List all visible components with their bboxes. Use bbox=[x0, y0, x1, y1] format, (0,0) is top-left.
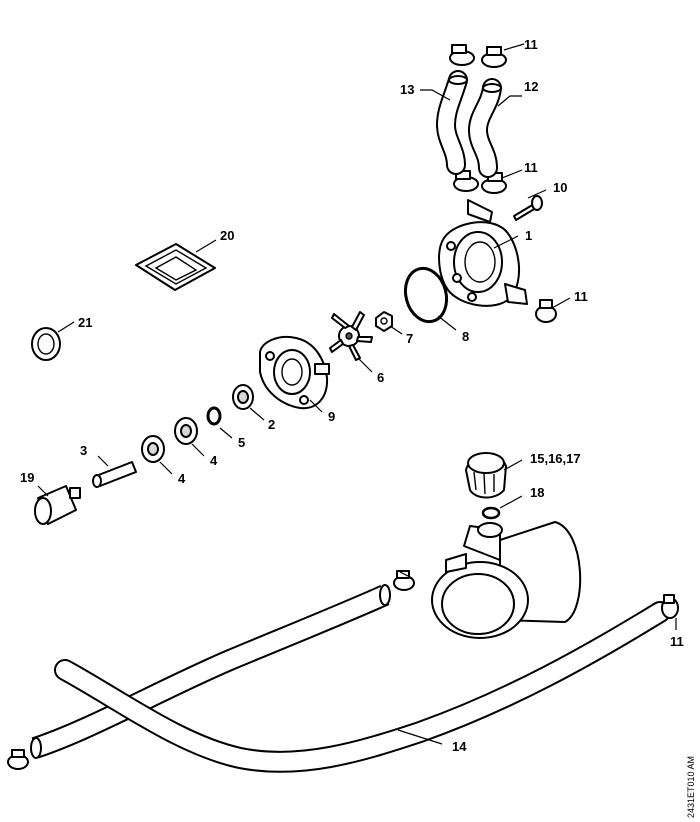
hose-clamp-11-top bbox=[449, 44, 507, 68]
impeller-6 bbox=[329, 311, 373, 361]
shaft-3 bbox=[92, 461, 137, 488]
pump-housing-1 bbox=[438, 199, 528, 307]
callout-2: 2 bbox=[268, 417, 275, 432]
callout-21: 21 bbox=[78, 315, 92, 330]
screw-10 bbox=[513, 195, 543, 221]
callout-3: 3 bbox=[80, 443, 87, 458]
bearing-2 bbox=[232, 384, 254, 410]
hose-clamp-11-tank bbox=[393, 570, 415, 591]
plate-20 bbox=[135, 243, 216, 291]
callout-labels: 1 2 3 4 4 5 6 7 8 9 10 11 11 11 11 12 13… bbox=[20, 37, 684, 754]
socket-19 bbox=[34, 485, 81, 525]
callout-13: 13 bbox=[400, 82, 414, 97]
bearing-4-upper bbox=[174, 417, 198, 445]
callout-12: 12 bbox=[524, 79, 538, 94]
callout-11-right: 11 bbox=[670, 634, 684, 649]
seal-ring-18 bbox=[481, 506, 501, 520]
leader-lines bbox=[37, 43, 677, 745]
callout-11-top: 11 bbox=[524, 37, 538, 52]
callout-15-16-17: 15,16,17 bbox=[530, 451, 581, 466]
callout-11-pump: 11 bbox=[574, 289, 588, 304]
hose-clamp-11-left bbox=[7, 749, 29, 770]
cap-15-16-17 bbox=[465, 452, 507, 499]
callout-5: 5 bbox=[238, 435, 245, 450]
callout-9: 9 bbox=[328, 409, 335, 424]
hose-12 bbox=[467, 78, 502, 178]
callout-20: 20 bbox=[220, 228, 234, 243]
drawing-code: 2431ET010 AM bbox=[686, 756, 696, 818]
hose-14 bbox=[30, 584, 671, 773]
callout-19: 19 bbox=[20, 470, 34, 485]
callout-6: 6 bbox=[377, 370, 384, 385]
hose-clamp-11-pump bbox=[535, 299, 557, 323]
hose-clamp-11-right bbox=[661, 594, 679, 619]
grommet-21 bbox=[31, 327, 61, 361]
callout-18: 18 bbox=[530, 485, 544, 500]
callout-4-lower: 4 bbox=[178, 471, 186, 486]
tank-housing bbox=[431, 521, 582, 639]
hose-clamp-11-mid bbox=[453, 170, 507, 194]
callout-11-mid: 11 bbox=[524, 160, 538, 175]
hose-13 bbox=[435, 70, 468, 175]
callout-10: 10 bbox=[553, 180, 567, 195]
callout-1: 1 bbox=[525, 228, 532, 243]
callout-4-upper: 4 bbox=[210, 453, 218, 468]
nut-7 bbox=[375, 311, 393, 332]
callout-8: 8 bbox=[462, 329, 469, 344]
bearing-4-lower bbox=[141, 435, 165, 463]
callout-14: 14 bbox=[452, 739, 467, 754]
callout-7: 7 bbox=[406, 331, 413, 346]
flange-9 bbox=[259, 336, 330, 410]
o-ring-8 bbox=[403, 266, 449, 324]
circlip-5 bbox=[206, 406, 222, 426]
